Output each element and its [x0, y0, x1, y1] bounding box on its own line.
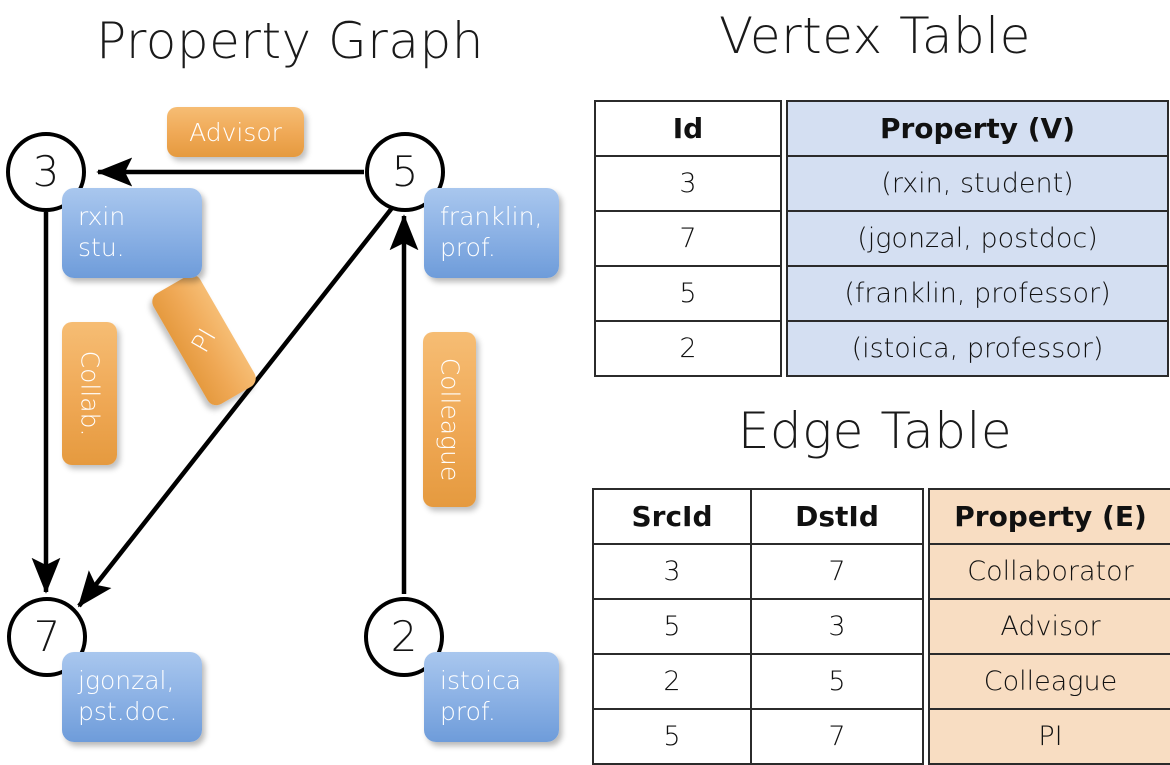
edge-label-text: PI: [185, 323, 223, 357]
edge-cell-property: Collaborator: [928, 543, 1170, 600]
edge-label-collab: Collab.: [62, 322, 117, 465]
table-row[interactable]: 7 (jgonzal, postdoc): [594, 210, 1169, 267]
graph-node-5[interactable]: 5: [365, 132, 445, 212]
edge-5-to-7: [77, 206, 394, 608]
tables-panel: Vertex Table Id Property (V) 3 (rxin, st…: [580, 0, 1170, 765]
edge-header-srcid: SrcId: [592, 488, 752, 545]
node-id-label: 7: [33, 612, 61, 661]
table-row[interactable]: 3 (rxin, student): [594, 155, 1169, 212]
graph-node-2[interactable]: 2: [364, 597, 444, 677]
vertex-cell-property: (franklin, professor): [786, 265, 1169, 322]
vertex-cell-id: 5: [594, 265, 782, 322]
vertex-cell-property: (jgonzal, postdoc): [786, 210, 1169, 267]
vertex-table-title: Vertex Table: [719, 7, 1031, 65]
edge-label-advisor: Advisor: [167, 107, 304, 157]
edge-cell-srcid: 5: [592, 598, 752, 655]
vertex-cell-id: 3: [594, 155, 782, 212]
edge-cell-srcid: 3: [592, 543, 752, 600]
vertex-header-id: Id: [594, 100, 782, 157]
property-graph-title: Property Graph: [96, 12, 484, 70]
edge-cell-property: Advisor: [928, 598, 1170, 655]
vertex-cell-property: (rxin, student): [786, 155, 1169, 212]
table-row[interactable]: 5 3 Advisor: [592, 598, 1170, 655]
table-row[interactable]: 2 5 Colleague: [592, 653, 1170, 710]
edge-cell-srcid: 5: [592, 708, 752, 765]
table-header-row: SrcId DstId Property (E): [592, 488, 1170, 545]
vertex-cell-id: 2: [594, 320, 782, 377]
vertex-header-property: Property (V): [786, 100, 1169, 157]
edge-cell-srcid: 2: [592, 653, 752, 710]
table-row[interactable]: 5 7 PI: [592, 708, 1170, 765]
vertex-table: Id Property (V) 3 (rxin, student) 7 (jgo…: [594, 100, 1169, 377]
edge-cell-property: PI: [928, 708, 1170, 765]
node-property-box-2: istoica prof.: [424, 652, 559, 742]
table-row[interactable]: 3 7 Collaborator: [592, 543, 1170, 600]
node-id-label: 2: [390, 612, 418, 661]
property-graph-panel: Property Graph 3 5 7: [0, 0, 580, 760]
vertex-cell-id: 7: [594, 210, 782, 267]
table-row[interactable]: 5 (franklin, professor): [594, 265, 1169, 322]
edge-label-text: Advisor: [189, 117, 282, 147]
edge-cell-dstid: 7: [750, 708, 924, 765]
vertex-cell-property: (istoica, professor): [786, 320, 1169, 377]
table-row[interactable]: 2 (istoica, professor): [594, 320, 1169, 377]
graph-edges: [31, 157, 419, 608]
edge-cell-dstid: 7: [750, 543, 924, 600]
edge-label-text: Colleague: [435, 357, 465, 482]
edge-cell-dstid: 5: [750, 653, 924, 710]
table-header-row: Id Property (V): [594, 100, 1169, 157]
node-property-box-5: franklin, prof.: [424, 188, 559, 278]
edge-label-colleague: Colleague: [423, 332, 476, 507]
edge-table-title: Edge Table: [737, 402, 1013, 460]
node-property-box-3: rxin stu.: [62, 188, 202, 278]
node-id-label: 5: [391, 147, 419, 196]
edge-cell-dstid: 3: [750, 598, 924, 655]
edge-header-dstid: DstId: [750, 488, 924, 545]
node-id-label: 3: [32, 147, 60, 196]
edge-label-text: Collab.: [75, 350, 104, 437]
node-property-box-7: jgonzal, pst.doc.: [62, 652, 202, 742]
edge-cell-property: Colleague: [928, 653, 1170, 710]
edge-table: SrcId DstId Property (E) 3 7 Collaborato…: [592, 488, 1170, 765]
edge-header-property: Property (E): [928, 488, 1170, 545]
